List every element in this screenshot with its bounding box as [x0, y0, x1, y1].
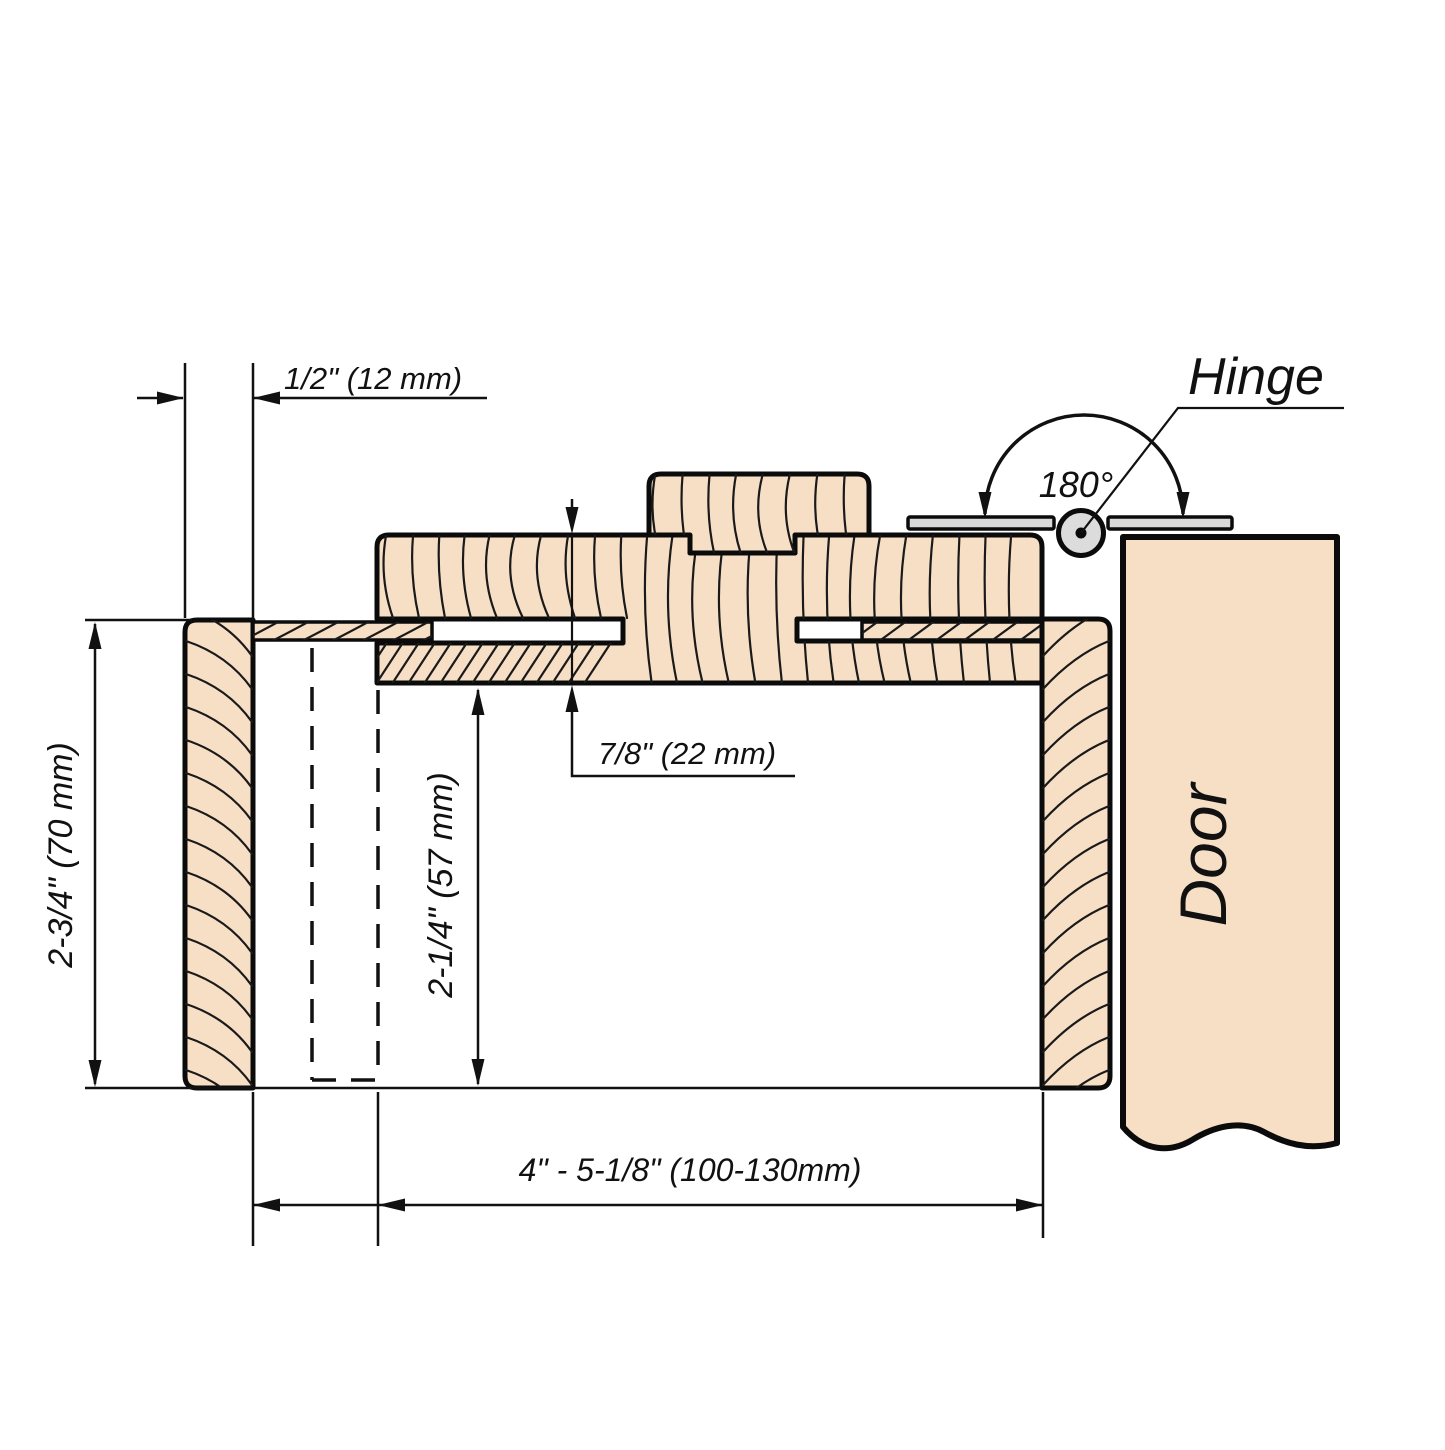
hinge-leaf-left — [906, 515, 1056, 531]
arrowhead-icon — [88, 622, 102, 649]
arrowhead-icon — [253, 1198, 280, 1212]
jamb-offset-label: 2-1/4" (57 mm) — [422, 772, 460, 999]
arrowhead-icon — [378, 1198, 405, 1212]
frame-thickness-label: 7/8" (22 mm) — [598, 736, 776, 771]
arrowhead-icon — [253, 391, 280, 405]
arrowhead-icon — [565, 507, 579, 534]
arrowhead-icon — [1016, 1198, 1043, 1212]
swing-arc — [983, 413, 1185, 515]
door-label: Door — [1166, 780, 1240, 926]
right-tongue-grain — [862, 622, 1042, 640]
arrowhead-icon — [88, 1060, 102, 1087]
right-casing-grain — [1042, 619, 1110, 1088]
arrowhead-icon — [471, 688, 485, 715]
frame-grain — [377, 535, 1019, 683]
casing-width-label: 2-3/4" (70 mm) — [42, 742, 80, 969]
left-casing-grain — [185, 620, 253, 1088]
arrowhead-icon — [471, 1059, 485, 1086]
dim-78-lower-tail — [570, 711, 795, 778]
frame-width-range-label: 4" - 5-1/8" (100-130mm) — [519, 1152, 862, 1188]
arrowhead-icon — [1176, 492, 1190, 519]
left-tongue-grain — [253, 622, 432, 640]
door-leaf-section — [1120, 534, 1340, 1152]
arrowhead-icon — [978, 492, 992, 519]
reveal-dim-label: 1/2" (12 mm) — [284, 361, 462, 396]
right-casing-section — [1039, 616, 1113, 1091]
frame-jamb-section — [374, 532, 1045, 686]
arrowhead-icon — [565, 685, 579, 712]
arrowhead-icon — [157, 391, 184, 405]
hinge-leader-line — [1080, 406, 1344, 534]
hinge-leaf-right — [1106, 515, 1234, 531]
hinge-label: Hinge — [1188, 348, 1324, 406]
opening-angle-label: 180° — [1039, 464, 1113, 505]
dimension-arrowheads — [88, 391, 1190, 1212]
